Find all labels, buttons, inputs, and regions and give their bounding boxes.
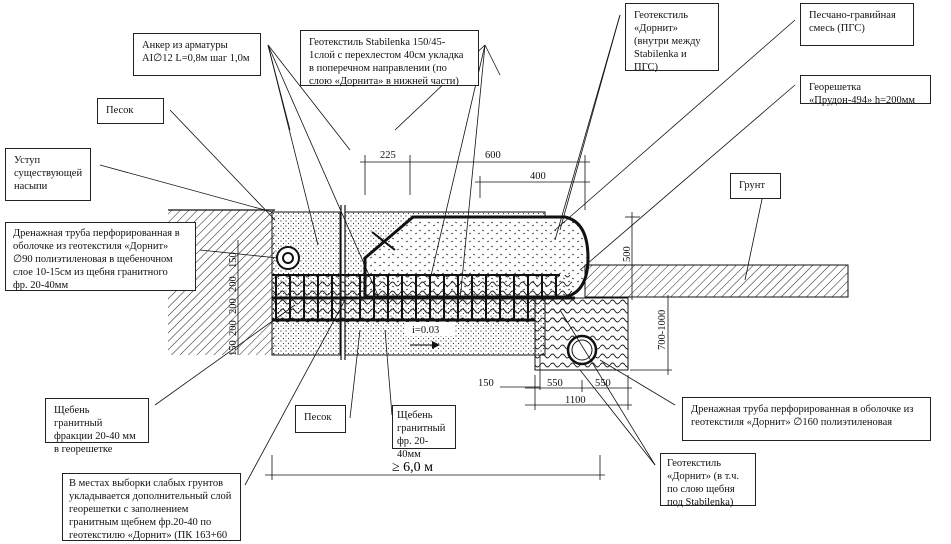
dimension-lines (237, 155, 672, 480)
weak-soil-note: В местах выборки слабых грунтов укладыва… (62, 473, 241, 544)
grunt-label: Грунт (730, 173, 781, 199)
stabilenka-label: Геотекстиль Stabilenka 150/45-1слой с пе… (300, 30, 479, 87)
slope-indicator: i=0.03 (405, 322, 455, 349)
drain160-label: Дренажная труба перфорированная в оболоч… (682, 397, 931, 441)
dim-left-3: 200 (228, 298, 239, 314)
dim-left-1: 150 (228, 252, 239, 268)
dim-400: 400 (530, 171, 546, 182)
dim-left-4: 200 (228, 320, 239, 336)
georeshetka-label: Георешетка «Прудон-494» h=200мм (800, 75, 931, 106)
geogrid-layers (272, 274, 575, 323)
drain90-label: Дренажная труба перфорированная в оболоч… (5, 222, 196, 291)
sand-top-label: Песок (97, 98, 164, 124)
dim-225: 225 (380, 150, 396, 161)
pgs-label: Песчано-гравийная смесь (ПГС) (800, 3, 914, 46)
dim-700-1000: 700-1000 (657, 310, 668, 350)
drain-pipe-90 (276, 246, 300, 270)
slope-label: i=0.03 (412, 325, 439, 336)
dim-600: 600 (485, 150, 501, 161)
gravel-grid-label: Щебень гранитный фракции 20-40 мм в геор… (45, 398, 149, 455)
gravel-label: Щебень гранитный фр. 20-40мм (392, 405, 456, 460)
ground-layer (584, 264, 849, 298)
dornit-incl-label: Геотекстиль «Дорнит» (в т.ч. по слою щеб… (660, 453, 756, 508)
anchor-label: Анкер из арматуры AI∅12 L=0,8м шаг 1,0м (133, 33, 261, 76)
dim-left-2: 200 (228, 276, 239, 292)
sand-bottom-label: Песок (295, 405, 346, 433)
dim-1100: 1100 (565, 395, 586, 406)
dim-550-left: 550 (547, 378, 563, 389)
dim-550-right: 550 (595, 378, 611, 389)
dornit-inside-label: Геотекстиль «Дорнит» (внутри между Stabi… (625, 3, 719, 73)
ustup-label: Уступ существующей насыпи (5, 148, 91, 201)
dim-left-5: 150 (228, 340, 239, 356)
leader-lines (99, 14, 796, 486)
dim-150: 150 (478, 378, 494, 389)
min-width-label: ≥ 6,0 м (392, 460, 433, 475)
dim-500: 500 (622, 246, 633, 262)
drain-ditch (534, 297, 629, 371)
